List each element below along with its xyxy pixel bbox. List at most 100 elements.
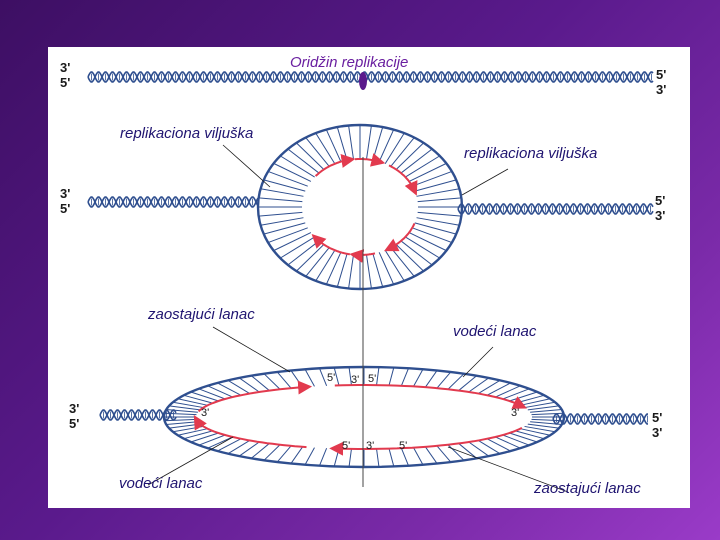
bubble-rung [414, 222, 457, 235]
bubble-rung [260, 188, 304, 197]
bubble-rung [304, 447, 315, 466]
helix-strand-2 [87, 71, 654, 83]
bubble-rung [390, 137, 415, 167]
row2-right-end-bottom: 3' [655, 208, 666, 223]
bubble-rung [258, 211, 303, 217]
row2-right-end-top: 5' [655, 193, 666, 208]
bubble-rung [458, 443, 477, 459]
new-strand-segment [349, 249, 376, 263]
lagging-strand-bottom-label: zaostajući lanac [534, 480, 641, 497]
new-strand-segment [197, 380, 313, 413]
bubble-rung [177, 398, 208, 406]
helix-strand-2 [552, 413, 648, 425]
bubble-rung [198, 388, 226, 400]
bubble-rung [183, 394, 213, 404]
bubble-rung [530, 409, 562, 413]
bubble-rung [304, 368, 315, 387]
bubble-rung [166, 421, 198, 425]
bubble-top-5-left: 5' [327, 372, 336, 384]
bubble-rung [263, 222, 306, 235]
dna-row2-left-helix [87, 196, 259, 208]
bubble-rung [336, 253, 348, 288]
bubble-rung [413, 368, 424, 387]
row1-right-end-top: 5' [656, 67, 667, 82]
helix-strand-1 [552, 413, 648, 425]
bubble-rung [502, 434, 530, 446]
bubble-rung [502, 388, 530, 400]
bubble-rung [378, 129, 395, 162]
dna-row3-right-helix [552, 413, 648, 425]
bubble-rung [315, 249, 336, 282]
bubble-rung [424, 446, 438, 464]
row1-left-end-top: 3' [60, 60, 71, 75]
bubble-rung [531, 412, 564, 416]
bubble-rung [365, 254, 372, 289]
row3-right-end-top: 5' [652, 410, 663, 425]
leader-lagging-bottom [447, 446, 569, 493]
bubble-rung [227, 379, 250, 394]
dna-row2-right-helix [457, 203, 654, 215]
bubble-rung [263, 179, 306, 192]
leader-lines-layer [147, 144, 569, 493]
bubble-inner-right-3: 3' [511, 407, 520, 419]
bubble-rung [198, 434, 226, 446]
bubble-rung [527, 423, 560, 429]
new-strand-segment [388, 164, 418, 196]
slide-canvas: Oridžin replikacije replikaciona viljušk… [48, 47, 690, 508]
bubble-rung [372, 126, 384, 161]
bubble-top-3-mid: 3' [351, 374, 360, 386]
origin-label: Oridžin replikacije [290, 54, 409, 71]
bubble-rung [378, 252, 395, 285]
bubble-rung [287, 240, 320, 266]
bubble-rung [319, 368, 328, 386]
bubble-rung [333, 367, 340, 386]
bubble-rung [273, 232, 312, 252]
replication-diagram [87, 71, 654, 493]
bubble-rung [325, 252, 342, 285]
bubble-bottom-5-right: 5' [399, 440, 408, 452]
bubble-rung [290, 446, 304, 464]
bubble-rung [276, 371, 292, 389]
bubble-rung [279, 236, 315, 259]
bubble-rung [417, 197, 462, 203]
bubble-rung [414, 179, 457, 192]
bubble-rung [258, 197, 303, 203]
bubble-rung [183, 430, 213, 440]
bubble-rung [348, 448, 352, 467]
bubble-top-5-right: 5' [368, 373, 377, 385]
bubble-rung [190, 432, 219, 443]
bubble-rung [405, 155, 441, 178]
bubble-rung [412, 170, 453, 187]
bubble-rung [190, 391, 219, 402]
bubble-rung [390, 247, 415, 277]
leading-strand-bottom-label: vodeći lanac [119, 475, 203, 492]
new-strand-segment [354, 153, 386, 167]
small-replication-bubble [256, 123, 464, 291]
leader-fork-left [222, 144, 271, 188]
bubble-rung [509, 391, 538, 402]
row1-right-end-bottom: 3' [656, 82, 667, 97]
bubble-rung [276, 445, 292, 463]
leading-strand-top-label: vodeći lanac [453, 323, 537, 340]
bubble-rung [458, 375, 477, 391]
bubble-rung [468, 377, 489, 393]
leader-leading-top [462, 346, 494, 378]
bubble-rung [239, 377, 260, 393]
bubble-rung [405, 236, 441, 259]
bubble-rung [296, 142, 325, 170]
bubble-rung [400, 368, 409, 386]
bubble-rung [251, 443, 270, 459]
bubble-rung [239, 441, 260, 457]
bubble-rung [305, 247, 330, 277]
lagging-strand-top-label: zaostajući lanac [148, 306, 255, 323]
bubble-rung [372, 253, 384, 288]
helix-strand-2 [87, 196, 259, 208]
bubble-rung [436, 445, 452, 463]
bubble-rung [436, 371, 452, 389]
bubble-rung [520, 428, 551, 436]
bubble-rung [400, 148, 433, 174]
bubble-rung [400, 240, 433, 266]
bubble-rung [315, 132, 336, 165]
dna-row1-helix [87, 71, 654, 83]
bubble-rung [384, 132, 405, 165]
